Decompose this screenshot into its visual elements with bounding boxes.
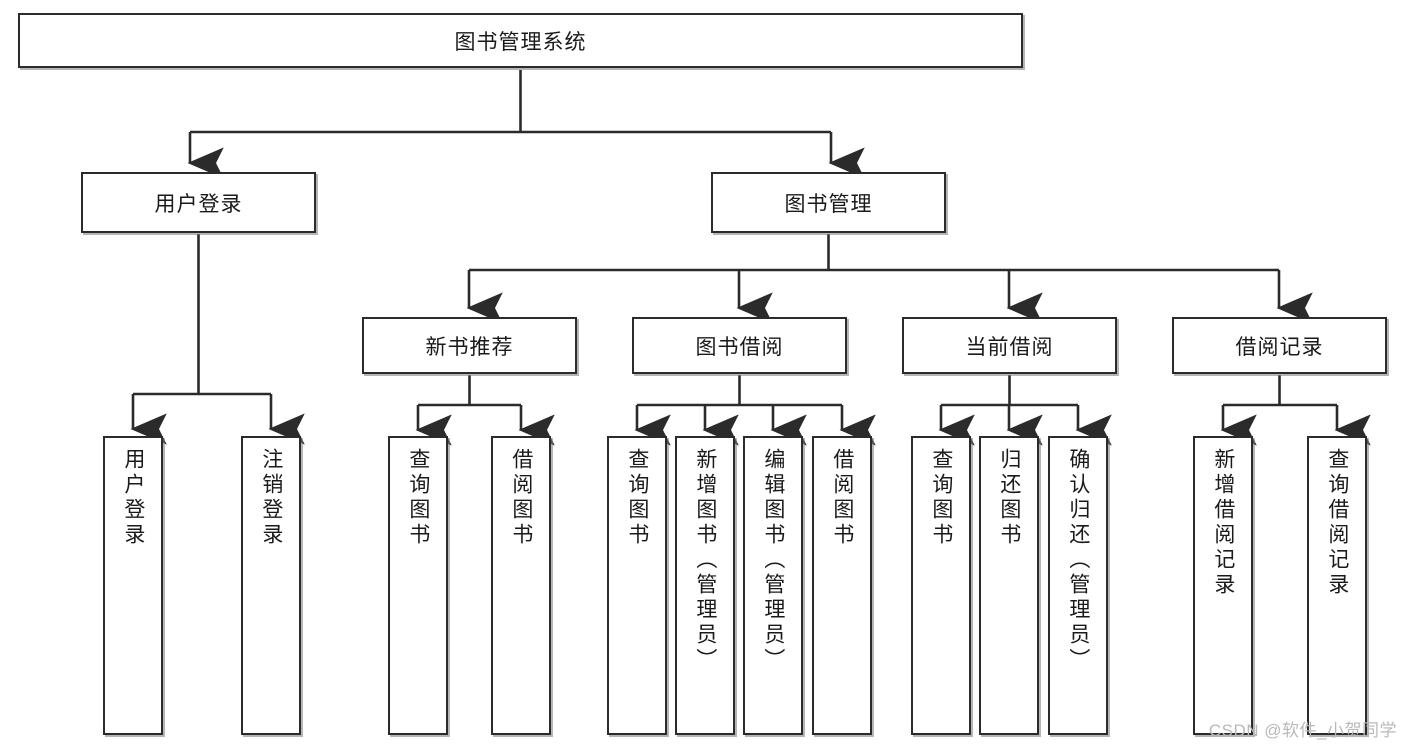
leaf-edit-book[interactable]: 编辑图书（管理员） [743, 436, 803, 735]
leaf-query-book-3-label: 查询图书 [929, 448, 953, 548]
node-book-manage-label: 图书管理 [784, 192, 873, 216]
leaf-add-book[interactable]: 新增图书（管理员） [675, 436, 735, 735]
leaf-add-book-label: 新增图书（管理员） [693, 448, 717, 673]
leaf-query-book-1-label: 查询图书 [406, 448, 430, 548]
leaf-query-record-label: 查询借阅记录 [1325, 448, 1349, 598]
node-current-borrow-label: 当前借阅 [965, 335, 1054, 359]
node-user-login-label: 用户登录 [154, 192, 243, 216]
leaf-add-record[interactable]: 新增借阅记录 [1193, 436, 1253, 735]
leaf-query-book-1[interactable]: 查询图书 [388, 436, 448, 735]
node-borrow-record-label: 借阅记录 [1235, 335, 1324, 359]
leaf-logout-login-label: 注销登录 [259, 448, 283, 548]
leaf-query-book-2[interactable]: 查询图书 [607, 436, 667, 735]
leaf-confirm-return[interactable]: 确认归还（管理员） [1048, 436, 1108, 735]
node-root[interactable]: 图书管理系统 [18, 13, 1023, 68]
node-book-manage[interactable]: 图书管理 [711, 172, 946, 233]
leaf-borrow-book-1-label: 借阅图书 [509, 448, 533, 548]
node-root-label: 图书管理系统 [454, 30, 587, 54]
node-new-book-recommend[interactable]: 新书推荐 [362, 317, 577, 374]
leaf-query-book-3[interactable]: 查询图书 [911, 436, 971, 735]
node-user-login[interactable]: 用户登录 [81, 172, 316, 233]
leaf-query-record[interactable]: 查询借阅记录 [1307, 436, 1367, 735]
leaf-logout-login[interactable]: 注销登录 [241, 436, 301, 735]
leaf-return-book[interactable]: 归还图书 [979, 436, 1039, 735]
node-book-borrow[interactable]: 图书借阅 [632, 317, 847, 374]
node-borrow-record[interactable]: 借阅记录 [1172, 317, 1387, 374]
leaf-add-record-label: 新增借阅记录 [1211, 448, 1235, 598]
leaf-confirm-return-label: 确认归还（管理员） [1066, 448, 1090, 673]
leaf-return-book-label: 归还图书 [997, 448, 1021, 548]
leaf-borrow-book-2-label: 借阅图书 [830, 448, 854, 548]
leaf-borrow-book-1[interactable]: 借阅图书 [491, 436, 551, 735]
watermark-text: CSDN @软件_小贺同学 [1208, 721, 1397, 740]
leaf-user-login-label: 用户登录 [121, 448, 145, 548]
leaf-user-login[interactable]: 用户登录 [103, 436, 163, 735]
node-new-book-recommend-label: 新书推荐 [425, 335, 514, 359]
leaf-edit-book-label: 编辑图书（管理员） [761, 448, 785, 673]
node-current-borrow[interactable]: 当前借阅 [902, 317, 1117, 374]
node-book-borrow-label: 图书借阅 [695, 335, 784, 359]
leaf-borrow-book-2[interactable]: 借阅图书 [812, 436, 872, 735]
leaf-query-book-2-label: 查询图书 [625, 448, 649, 548]
